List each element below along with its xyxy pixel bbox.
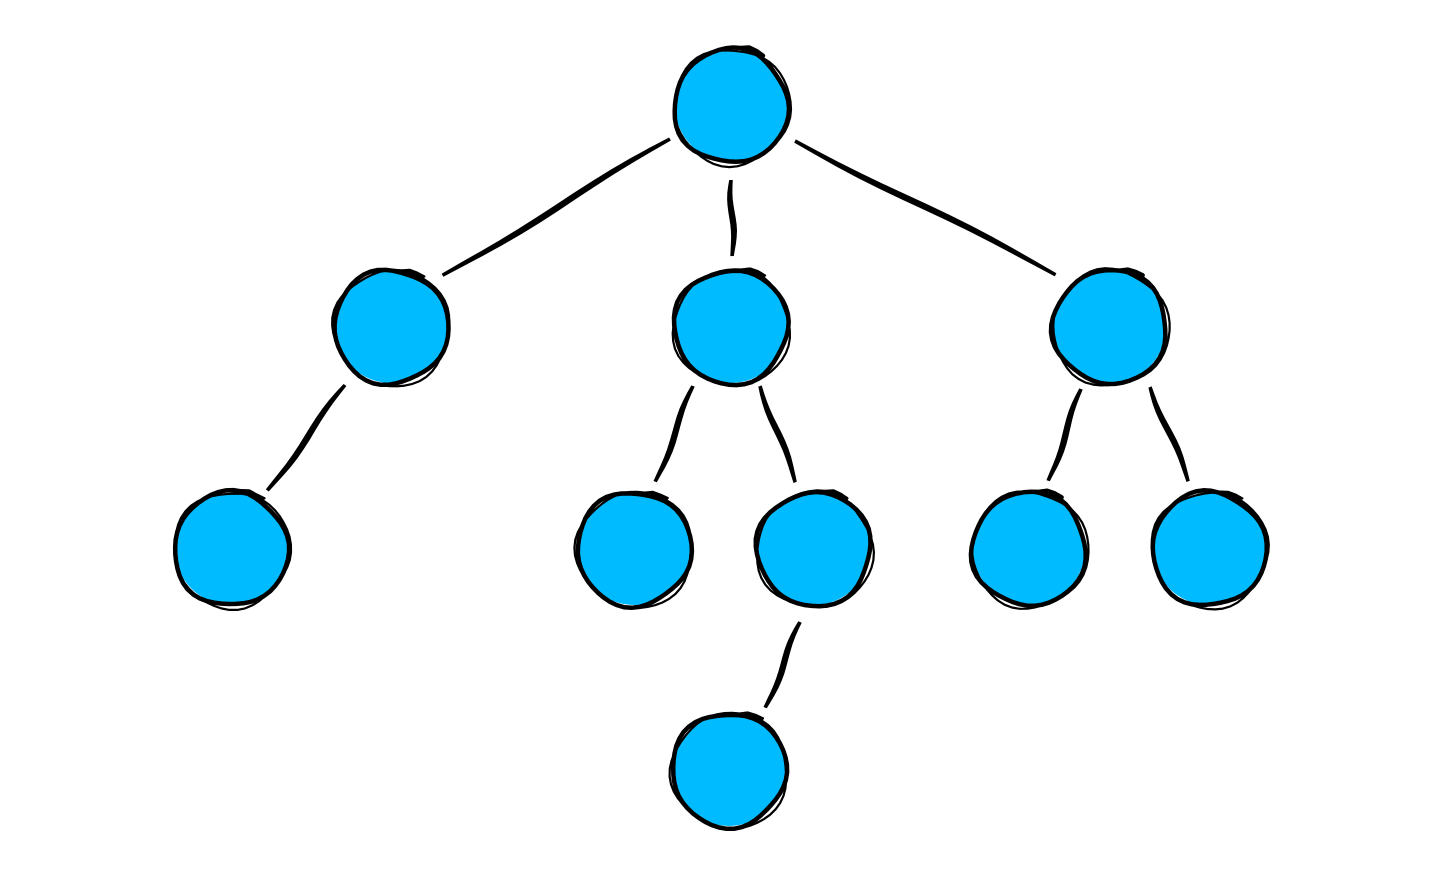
node-middle-left-grandchild bbox=[573, 490, 695, 611]
edge-root-to-middle-child bbox=[727, 180, 737, 257]
edge-root-to-left-child bbox=[441, 137, 671, 277]
edge-middle-child-to-middle-left-grandchild bbox=[653, 385, 695, 483]
node-outline bbox=[1048, 267, 1168, 387]
node-fill bbox=[675, 50, 787, 162]
node-right-right-grandchild bbox=[1150, 488, 1270, 611]
edges bbox=[265, 137, 1190, 709]
node-fill bbox=[1153, 493, 1265, 605]
node-left-grandchild bbox=[172, 487, 293, 611]
node-fill bbox=[1054, 271, 1166, 383]
node-right-child bbox=[1048, 267, 1171, 387]
node-outline-sketch bbox=[573, 490, 692, 610]
edge-right-child-to-right-right-grandchild bbox=[1148, 386, 1190, 482]
node-outline-sketch bbox=[673, 49, 793, 169]
node-fill bbox=[578, 493, 690, 605]
node-outline-sketch bbox=[331, 268, 451, 388]
node-outline-sketch bbox=[1150, 490, 1270, 611]
node-fill bbox=[335, 271, 447, 383]
node-outline bbox=[968, 488, 1088, 609]
node-fill bbox=[758, 493, 870, 605]
edge-right-child-to-right-left-grandchild bbox=[1046, 388, 1083, 482]
node-outline-sketch bbox=[1052, 267, 1171, 387]
node-outline-sketch bbox=[756, 489, 875, 609]
node-fill bbox=[973, 493, 1085, 605]
node-great-grandchild bbox=[668, 711, 790, 832]
node-outline-sketch bbox=[671, 267, 791, 387]
edge-middle-right-grandchild-to-great-grandchild bbox=[763, 621, 802, 709]
node-middle-child bbox=[671, 267, 791, 388]
node-left-child bbox=[331, 267, 451, 388]
node-fill bbox=[675, 271, 787, 383]
edge-left-child-to-left-grandchild bbox=[265, 384, 347, 492]
node-outline-sketch bbox=[971, 490, 1090, 610]
node-middle-right-grandchild bbox=[753, 489, 875, 609]
edge-middle-child-to-middle-right-grandchild bbox=[758, 385, 797, 483]
edge-root-to-right-child bbox=[794, 139, 1057, 277]
node-outline-sketch bbox=[173, 491, 293, 611]
node-fill bbox=[175, 493, 287, 605]
node-outline bbox=[672, 45, 792, 165]
node-right-left-grandchild bbox=[968, 488, 1090, 610]
node-fill bbox=[673, 714, 785, 826]
nodes bbox=[172, 45, 1270, 832]
node-root bbox=[672, 45, 793, 169]
node-outline-sketch bbox=[668, 711, 788, 831]
